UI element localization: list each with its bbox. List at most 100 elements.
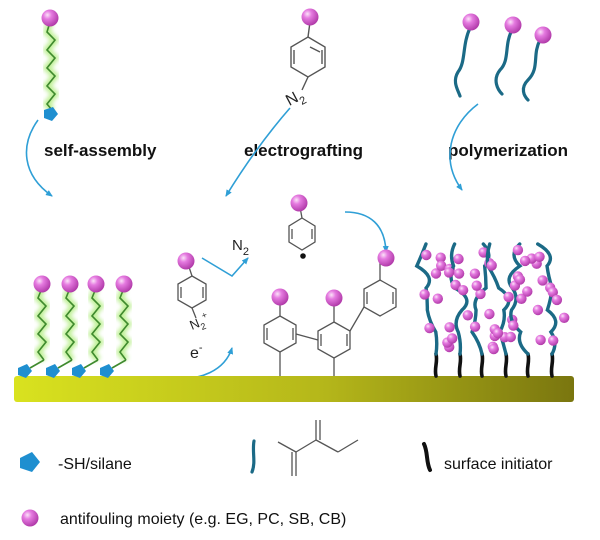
surface-initiator-legend-icon (422, 442, 432, 472)
antifouling-sphere (457, 285, 469, 296)
antifouling-sphere (504, 16, 522, 34)
antifouling-sphere (443, 267, 455, 278)
antifouling-sphere (548, 335, 559, 346)
antifouling-sphere (33, 275, 51, 293)
polymer-chain (414, 242, 439, 356)
antifouling-sphere (177, 252, 195, 270)
antifouling-sphere (444, 322, 455, 333)
antifouling-sphere (484, 308, 495, 320)
antifouling-sphere (516, 293, 527, 304)
antifouling-sphere (301, 8, 319, 26)
polymer-molecules-top (453, 13, 552, 102)
sam-on-surface (18, 275, 133, 378)
anchor-group (44, 107, 58, 121)
antifouling-sphere (377, 249, 395, 267)
antifouling-sphere (512, 244, 524, 256)
antifouling-sphere (462, 13, 480, 31)
surface-initiator (479, 352, 485, 378)
antifouling-sphere (492, 327, 504, 339)
antifouling-sphere (61, 275, 79, 293)
electrografting-label: electrografting (244, 141, 363, 160)
n2-release-arrow (201, 257, 249, 278)
antifouling-sphere (551, 294, 563, 306)
antifouling-sphere (430, 268, 442, 279)
anchor-group (72, 364, 86, 378)
electron-label: e- (190, 342, 203, 362)
antifouling-sphere (41, 9, 59, 27)
antifouling-sphere (488, 343, 499, 355)
polymer-chain (507, 242, 530, 356)
anchor-group (100, 364, 114, 378)
radical-dot (300, 253, 306, 259)
antifouling-sphere (519, 255, 531, 267)
antifouling-sphere (450, 279, 461, 291)
antifouling-sphere (505, 331, 516, 343)
n2-gas-label: N2 (232, 237, 249, 258)
antifouling-sphere (453, 268, 465, 279)
antifouling-sphere (290, 194, 308, 212)
legend: -SH/silane surface initiator antifouling… (20, 420, 553, 528)
antifouling-sphere (475, 288, 486, 300)
methacrylate-structure (277, 420, 359, 476)
antifouling-sphere (115, 275, 133, 293)
antifouling-sphere (514, 274, 526, 285)
antifouling-sphere (436, 260, 447, 271)
antifouling-sphere (534, 251, 545, 262)
antifouling-sphere (453, 253, 464, 265)
antifouling-sphere (271, 288, 289, 306)
polymer-segment-legend-icon (250, 439, 256, 474)
diazonium-label: N2+ (187, 310, 213, 336)
polymer-chain (536, 242, 558, 356)
antifouling-sphere (537, 275, 548, 286)
sam-molecule-top (41, 9, 60, 121)
antifouling-sphere (325, 289, 343, 307)
antifouling-sphere (419, 289, 430, 300)
antifouling-sphere (87, 275, 105, 293)
antifouling-sphere (447, 333, 458, 344)
antifouling-sphere (471, 280, 482, 291)
surface-initiator (549, 352, 555, 378)
antifouling-sphere (462, 310, 473, 321)
surface-initiator (503, 352, 509, 378)
antifouling-sphere (435, 252, 446, 263)
substrate-surface (14, 376, 574, 402)
antifouling-sphere (486, 260, 497, 271)
surface-initiator (525, 352, 531, 378)
aryl-diazonium-top (290, 21, 326, 91)
electrografting-arrow (225, 107, 291, 197)
antifouling-sphere (432, 293, 443, 304)
antifouling-sphere (532, 304, 544, 316)
antifouling-sphere (534, 26, 552, 44)
self-assembly-label: self-assembly (44, 141, 157, 160)
diazo-label: N2 (283, 86, 308, 113)
radical-arrow (344, 211, 389, 253)
self-assembly-arrow (25, 119, 53, 197)
anchor-legend-icon (20, 452, 40, 472)
antifouling-sphere (424, 322, 435, 334)
polymer-brush (414, 242, 570, 378)
surface-initiator (457, 352, 463, 378)
antifouling-sphere (508, 320, 519, 331)
antifouling-sphere (522, 286, 533, 297)
antifouling-sphere (547, 287, 558, 298)
antifouling-sphere (469, 268, 481, 279)
moiety-legend-label: antifouling moiety (e.g. EG, PC, SB, CB) (60, 511, 346, 528)
anchor-group (18, 364, 32, 378)
moiety-legend-icon (21, 509, 39, 527)
antifouling-sphere (535, 334, 546, 346)
antifouling-sphere (559, 312, 570, 323)
polymer-chain (449, 242, 469, 356)
initiator-legend-label: surface initiator (444, 456, 553, 473)
antifouling-sphere (421, 249, 432, 261)
aryl-diazonium-surface (177, 263, 207, 319)
grafted-aryl-layer (263, 262, 397, 376)
polymerization-label: polymerization (448, 141, 568, 160)
anchor-legend-label: -SH/silane (58, 456, 132, 473)
polymerization-arrow (449, 103, 479, 191)
antifouling-sphere (503, 291, 514, 303)
antifouling-sphere (469, 321, 481, 332)
anchor-group (46, 364, 60, 378)
aryl-radical (288, 206, 316, 251)
surface-initiator (433, 352, 439, 378)
